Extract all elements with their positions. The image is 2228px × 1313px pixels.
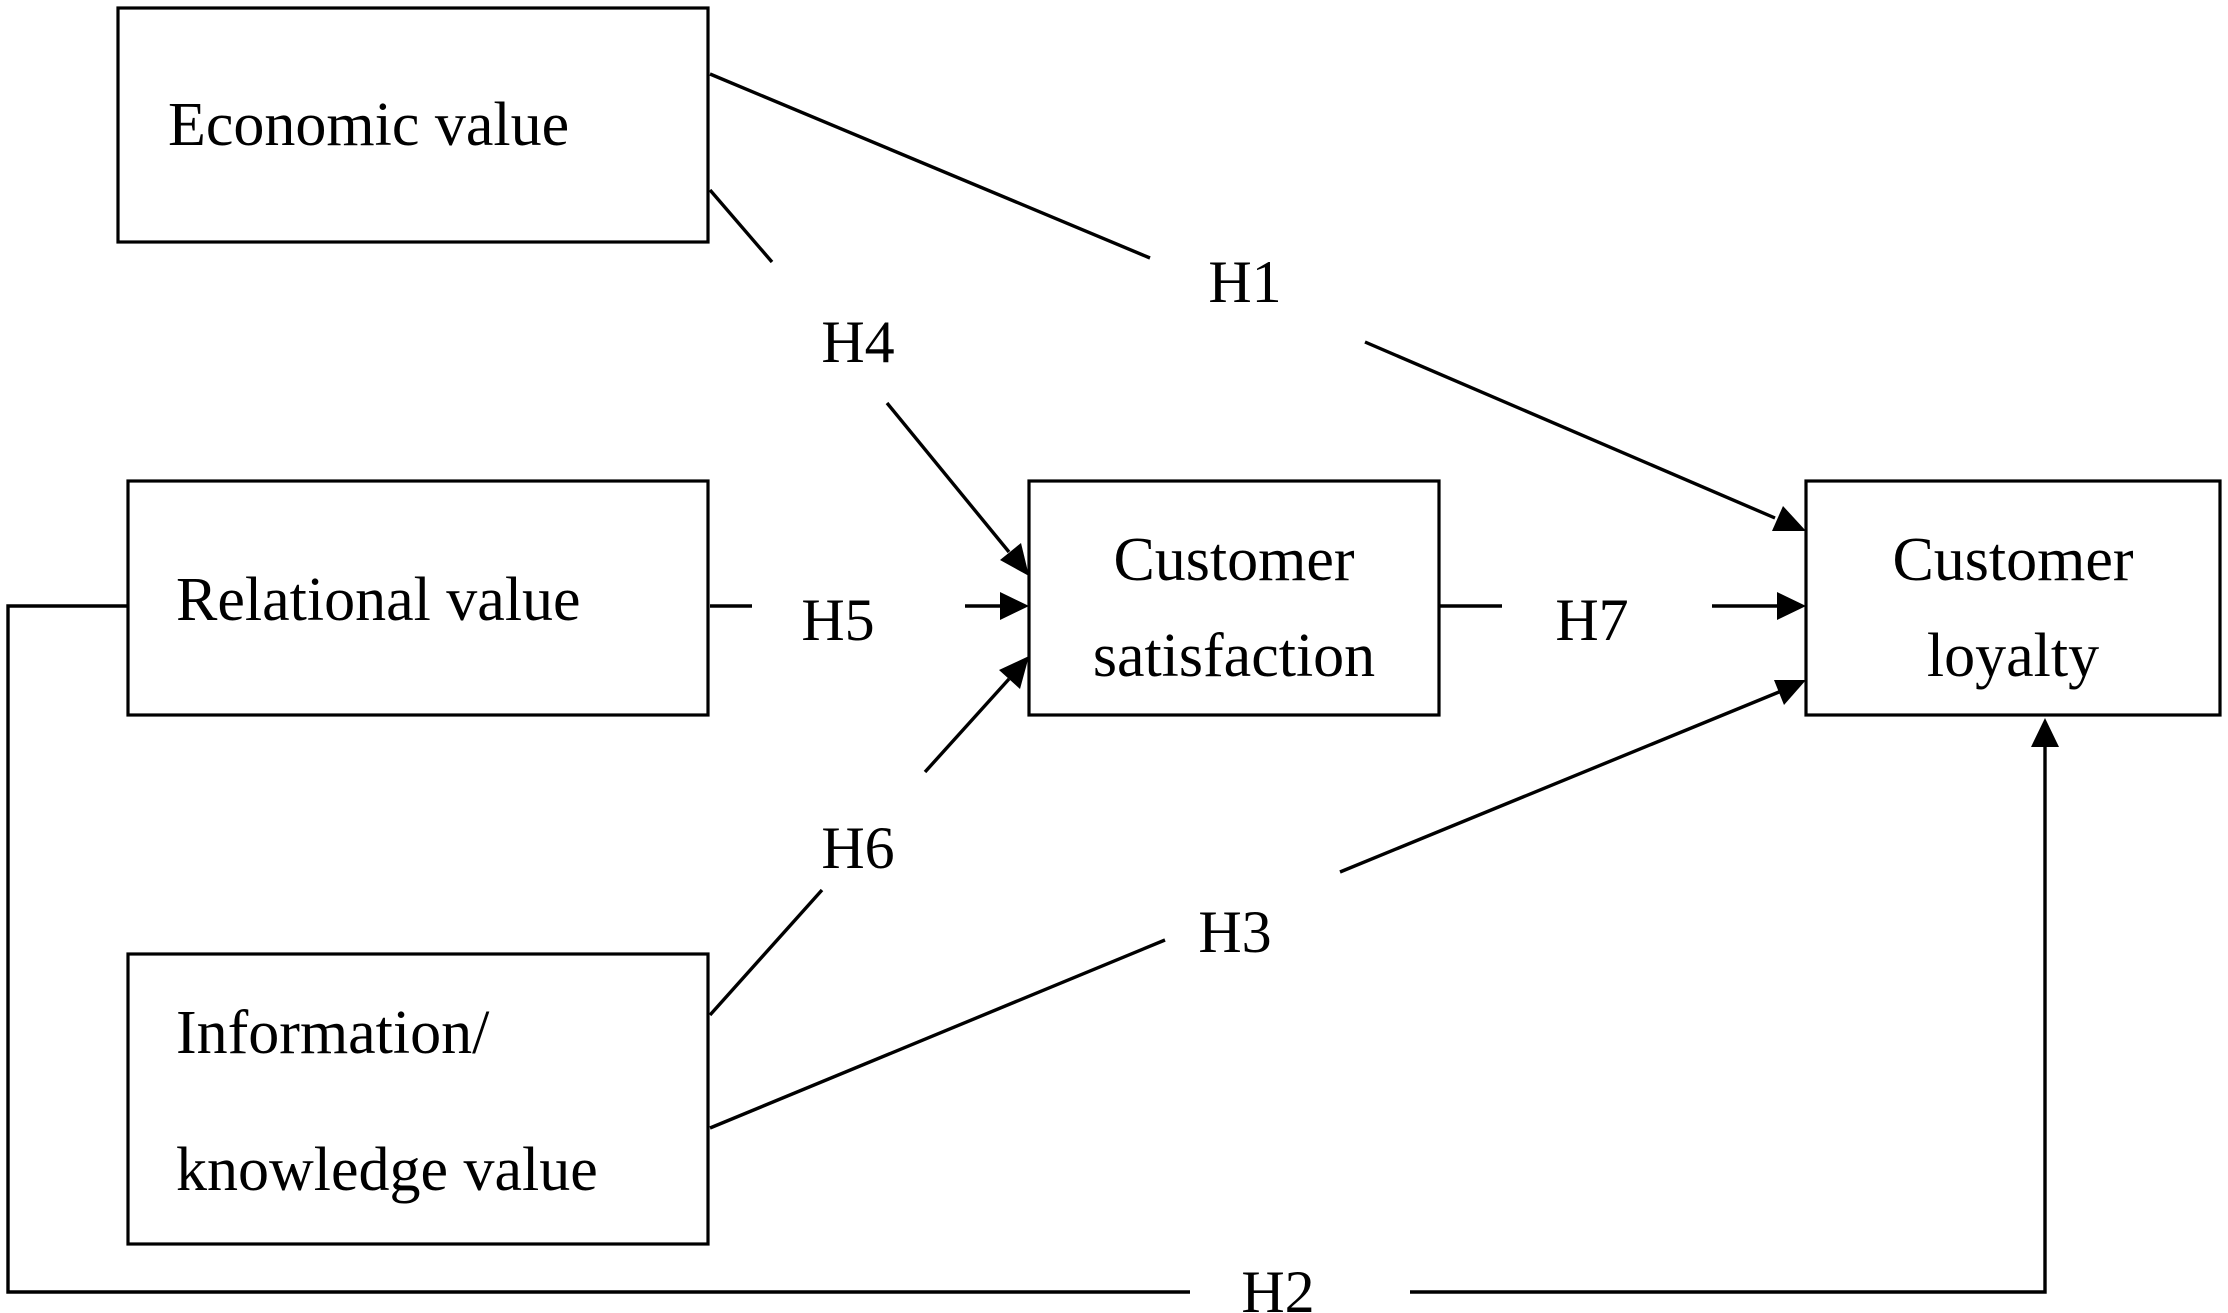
arrowhead-h1 [1772, 506, 1806, 531]
hypothesis-label-h4: H4 [821, 309, 894, 375]
hypothesis-label-h3: H3 [1198, 899, 1271, 965]
relational-value-box: Relational value [126, 479, 710, 717]
customer-satisfaction-label-line2: satisfaction [1093, 622, 1375, 690]
customer-satisfaction-label-line1: Customer [1113, 526, 1354, 594]
edge-h6 [708, 656, 1029, 1017]
arrowhead-h5 [1000, 592, 1029, 620]
hypothesis-label-h5: H5 [801, 587, 874, 653]
edge-h1 [709, 72, 1806, 531]
information-knowledge-value-box: Information/ knowledge value [126, 952, 710, 1246]
hypothesis-label-h6: H6 [821, 815, 894, 881]
edge-h5 [710, 592, 1029, 620]
arrowhead-h4 [1000, 543, 1029, 576]
customer-satisfaction-box: Customer satisfaction [1027, 479, 1441, 717]
arrowhead-h3 [1774, 680, 1806, 705]
edge-h3 [709, 680, 1806, 1130]
edge-h2 [6, 604, 2059, 1294]
hypothesis-label-h2: H2 [1241, 1259, 1314, 1313]
relational-value-label: Relational value [176, 566, 581, 634]
customer-loyalty-label-line2: loyalty [1927, 622, 2099, 690]
arrowhead-h2 [2031, 718, 2059, 747]
edge-h4 [708, 188, 1029, 576]
customer-loyalty-box: Customer loyalty [1804, 479, 2222, 717]
hypothesis-label-h1: H1 [1208, 249, 1281, 315]
information-value-label-line2: knowledge value [176, 1136, 598, 1204]
arrowhead-h7 [1777, 592, 1806, 620]
economic-value-box: Economic value [116, 6, 710, 244]
arrowhead-h6 [999, 656, 1029, 689]
information-value-label-line1: Information/ [176, 999, 490, 1067]
edge-h7 [1440, 592, 1806, 620]
hypothesis-label-h7: H7 [1555, 587, 1628, 653]
economic-value-label: Economic value [168, 91, 569, 159]
customer-loyalty-label-line1: Customer [1892, 526, 2133, 594]
